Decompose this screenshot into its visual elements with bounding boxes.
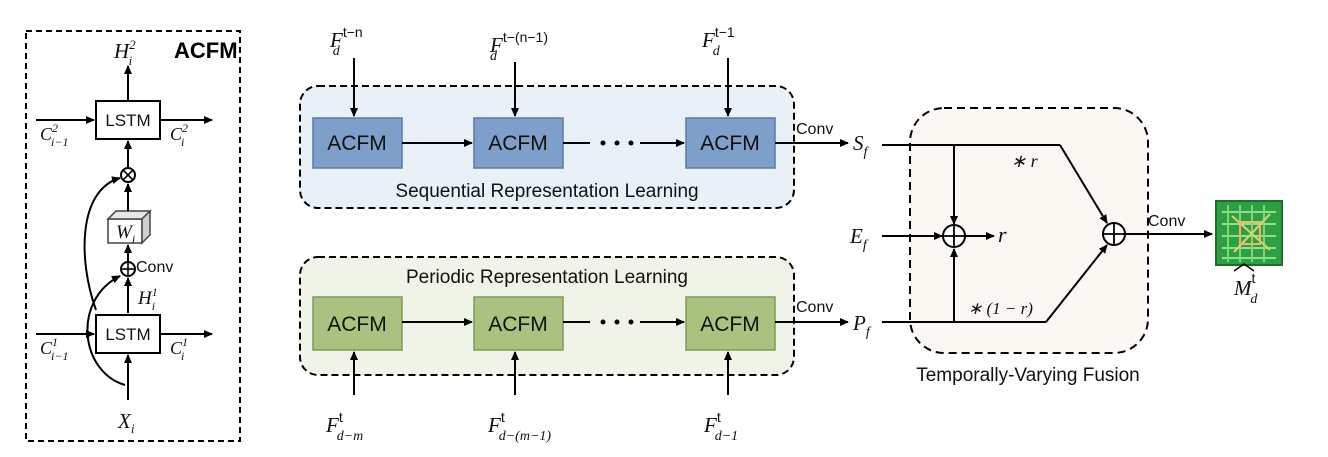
- per-acfm-label-3: ACFM: [700, 313, 760, 336]
- seq-ellipsis-dot: [628, 140, 634, 146]
- sf-to-fuse-arrow: [1059, 144, 1108, 224]
- seq-conv-label: Conv: [796, 121, 833, 138]
- seq-ellipsis-dot: [600, 140, 606, 146]
- sequential-module: Sequential Representation Learning ACFM …: [299, 24, 870, 209]
- r-label: r: [998, 222, 1007, 247]
- w-label: Wi: [116, 222, 135, 246]
- fusion-background: [909, 107, 1149, 354]
- per-conv-label: Conv: [796, 299, 833, 316]
- pf-to-fuse-arrow: [1045, 244, 1108, 323]
- fusion-conv-label: Conv: [1148, 213, 1185, 230]
- output-hat-icon: [1233, 263, 1255, 272]
- fusion-module: Temporally-Varying Fusion ∗ r Ef r ∗ (1 …: [849, 107, 1283, 386]
- x-skip-curve: [86, 275, 126, 386]
- periodic-title: Periodic Representation Learning: [406, 267, 688, 288]
- seq-acfm-block-2: [473, 117, 564, 169]
- acfm-panel-title: ACFM: [174, 38, 238, 63]
- per-acfm-block-3: [685, 296, 776, 351]
- seq-output-label: Sf: [853, 131, 870, 160]
- seq-acfm-label-1: ACFM: [327, 132, 387, 155]
- seq-acfm-label-2: ACFM: [488, 132, 548, 155]
- h-skip-curve: [83, 176, 121, 311]
- sequential-title: Sequential Representation Learning: [395, 181, 698, 202]
- acfm-panel-border: [25, 30, 241, 442]
- weight-cube-icon: [106, 209, 152, 245]
- mul-one-minus-r-label: ∗ (1 − r): [968, 299, 1033, 318]
- seq-ellipsis-dot: [614, 140, 620, 146]
- per-acfm-block-2: [473, 296, 564, 351]
- per-acfm-label-1: ACFM: [327, 313, 387, 336]
- seq-acfm-block-1: [312, 117, 403, 169]
- lstm-bottom-label: LSTM: [105, 325, 150, 344]
- acfm-conv-label: Conv: [136, 259, 173, 276]
- per-acfm-block-1: [312, 296, 403, 351]
- per-ellipsis-dot: [628, 319, 634, 325]
- seq-input-label-2: Ft−(n−1)d: [489, 29, 548, 64]
- periodic-module: Periodic Representation Learning ACFM AC…: [299, 256, 872, 444]
- ef-label: Ef: [849, 224, 869, 253]
- fusion-title: Temporally-Varying Fusion: [916, 365, 1140, 386]
- per-acfm-label-2: ACFM: [488, 313, 548, 336]
- x-label: Xi: [117, 409, 135, 436]
- per-ellipsis-dot: [614, 319, 620, 325]
- seq-acfm-label-3: ACFM: [700, 132, 760, 155]
- per-ellipsis-dot: [600, 319, 606, 325]
- lstm-top-label: LSTM: [105, 111, 150, 130]
- mul-r-label: ∗ r: [1011, 151, 1039, 171]
- output-map-icon: [1215, 200, 1283, 266]
- seq-acfm-block-3: [685, 117, 776, 169]
- per-output-label: Pf: [852, 311, 872, 340]
